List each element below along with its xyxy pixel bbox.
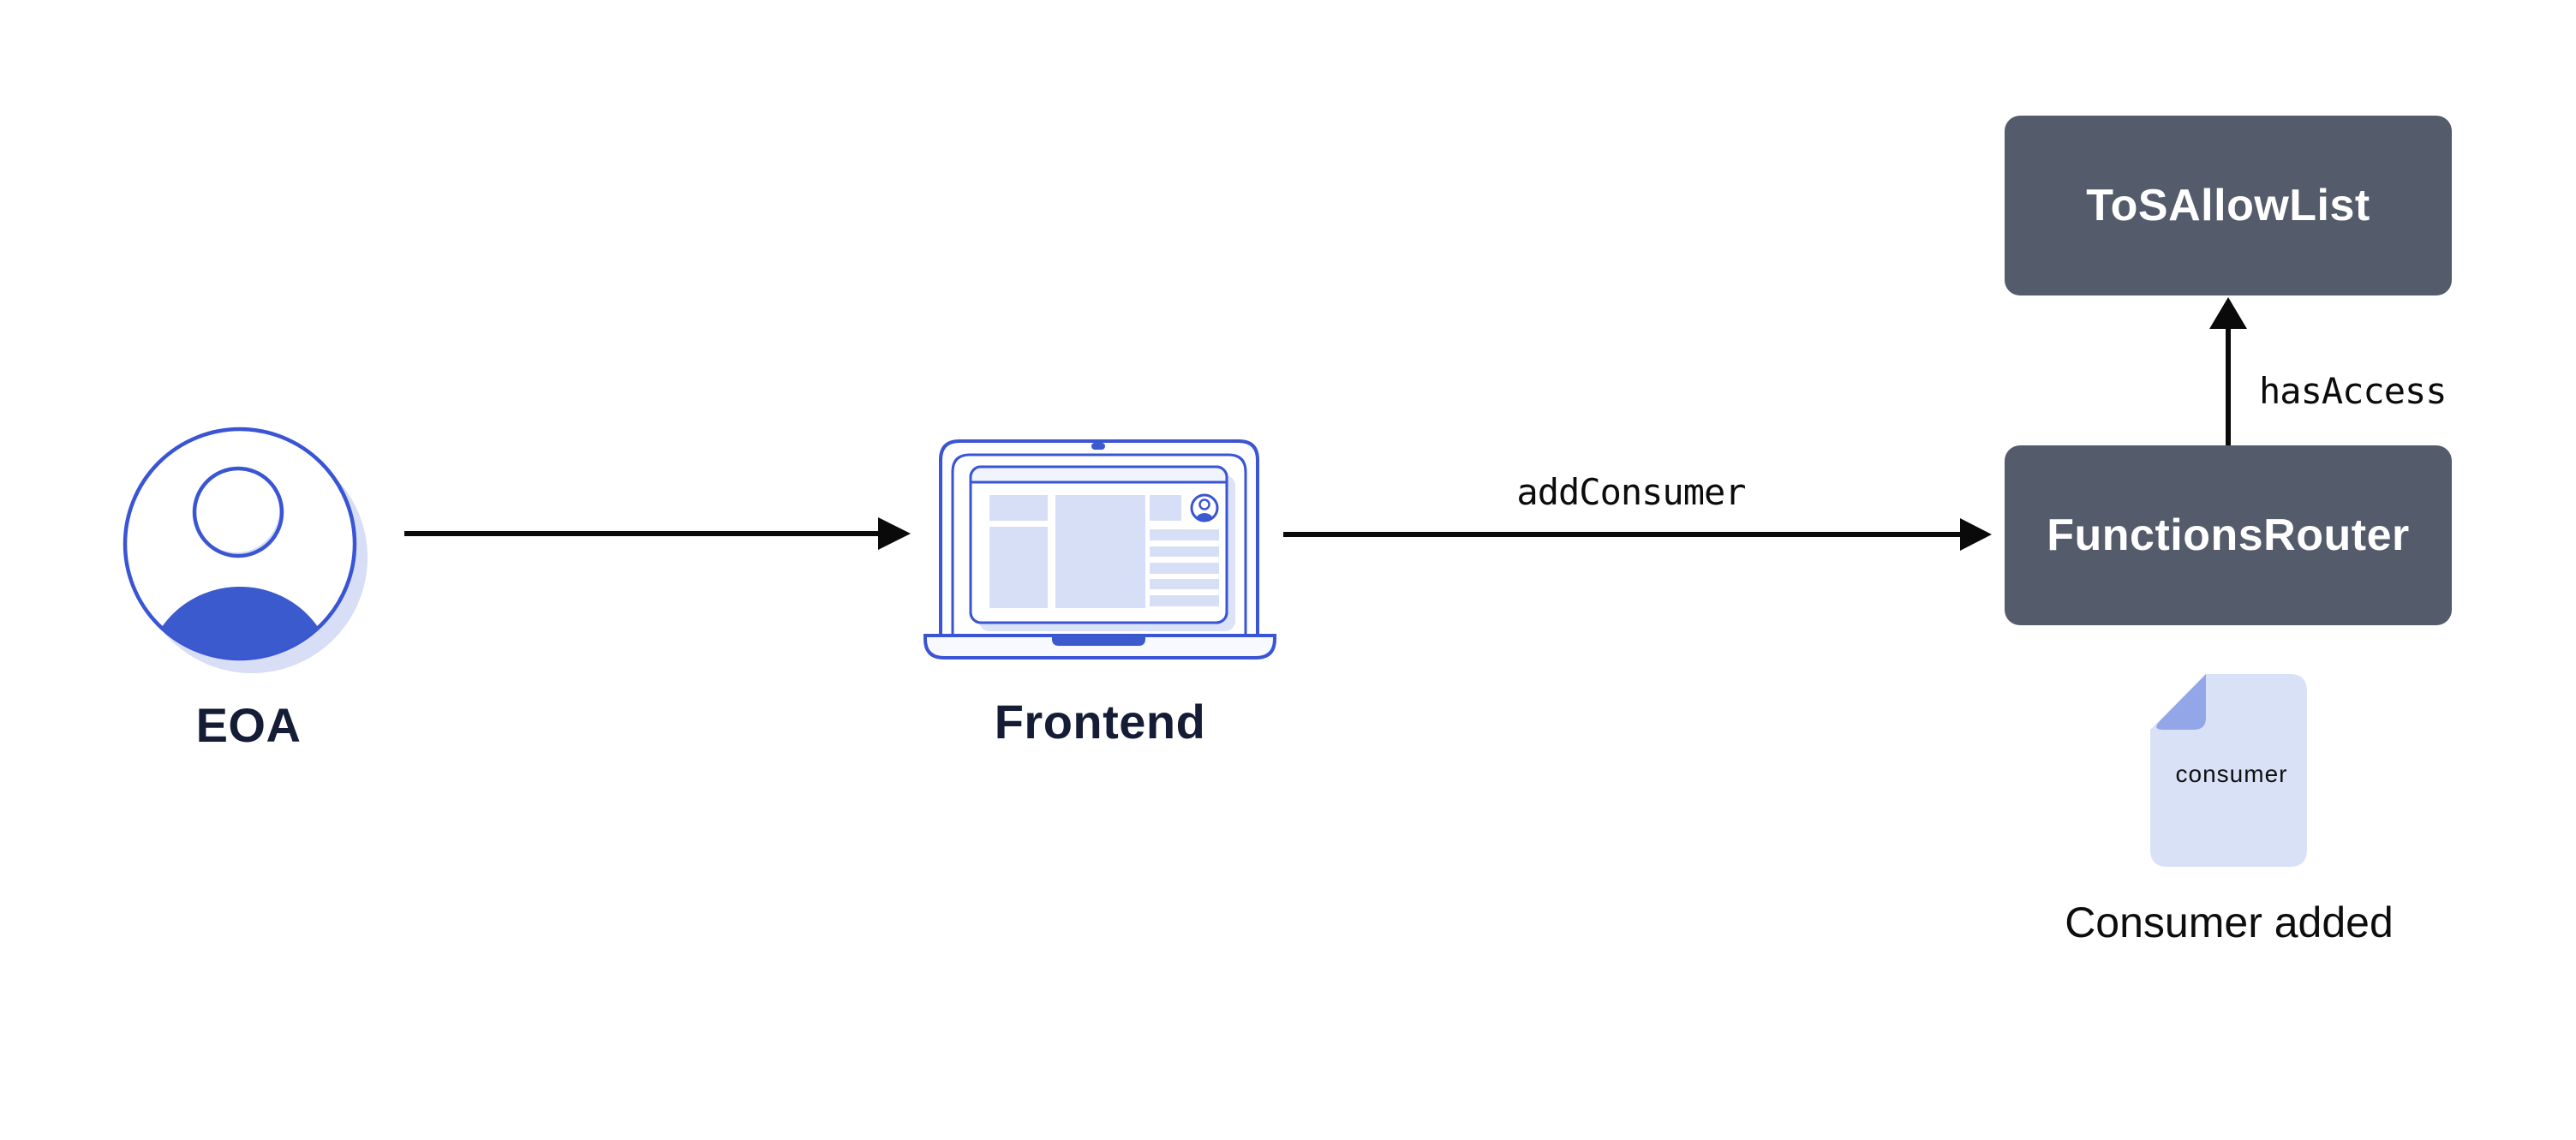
arrow-head-icon [878, 517, 911, 550]
document-file-label: consumer [2175, 761, 2288, 787]
tos-allow-list-label: ToSAllowList [2086, 181, 2370, 230]
browser-content-blocks [989, 495, 1219, 608]
frontend-label: Frontend [994, 695, 1206, 749]
webcam-icon [1091, 443, 1105, 450]
browser-header [971, 467, 1227, 482]
avatar-shoulders [146, 587, 334, 659]
tos-allow-list-box: ToSAllowList [2005, 116, 2452, 295]
arrow-eoa-to-frontend [404, 517, 911, 550]
user-avatar-icon [123, 427, 368, 673]
functions-router-box: FunctionsRouter [2005, 445, 2452, 625]
arrow-functionsrouter-to-tosallowlist [2209, 297, 2247, 445]
consumer-added-caption: Consumer added [2065, 898, 2394, 946]
avatar-head [195, 469, 279, 552]
profile-avatar-icon [1190, 493, 1219, 522]
laptop-base [923, 634, 1276, 660]
laptop-notch [1052, 636, 1145, 646]
document-icon [2150, 674, 2307, 867]
laptop-icon [923, 439, 1276, 660]
functions-router-label: FunctionsRouter [2047, 510, 2410, 560]
arrow-frontend-to-functionsrouter [1283, 518, 1992, 551]
arrow-head-icon [1960, 518, 1992, 551]
hasaccess-edge-label: hasAccess [2259, 370, 2447, 412]
addconsumer-edge-label: addConsumer [1516, 471, 1746, 513]
document-fold-icon [2156, 674, 2206, 730]
eoa-label: EOA [195, 698, 302, 752]
arrow-head-icon [2209, 297, 2247, 329]
